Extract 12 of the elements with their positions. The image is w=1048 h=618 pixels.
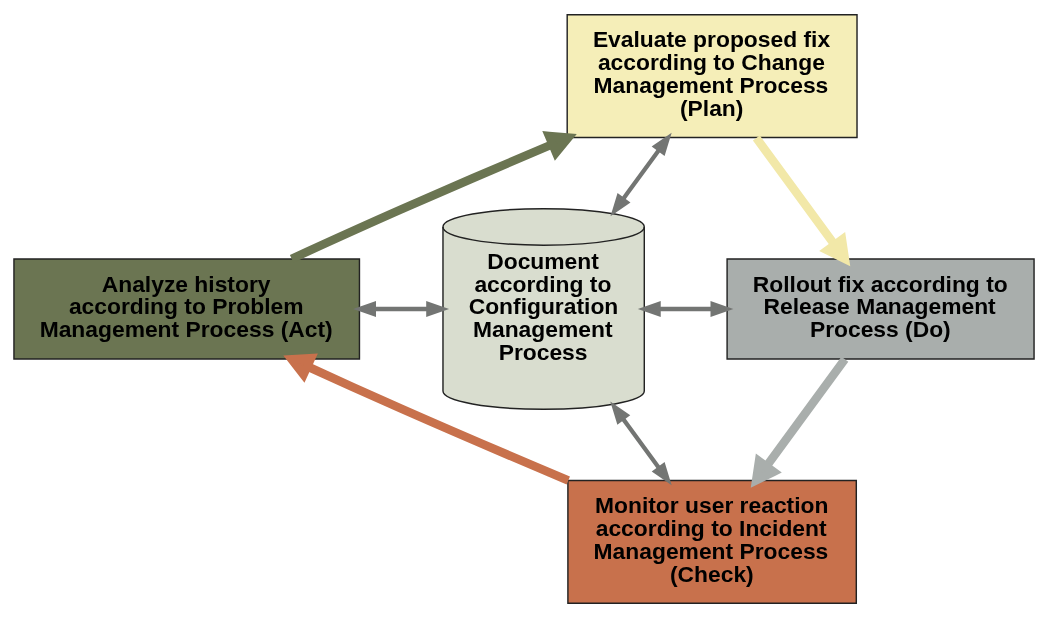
arrow <box>289 131 577 263</box>
arrow <box>283 353 570 485</box>
node-box: Rollout fix according to Release Management Process (Do) <box>726 258 1035 360</box>
arrow <box>353 301 450 317</box>
arrow <box>752 135 851 267</box>
arrow <box>750 356 849 488</box>
arrow <box>637 301 734 317</box>
node-box: Analyze history according to Problem Management Process (Act) <box>13 258 361 360</box>
arrow <box>610 132 672 217</box>
node-box: Evaluate proposed fix according to Change Management Process (Plan) <box>566 14 858 139</box>
arrow <box>610 401 672 486</box>
node-box: Monitor user reaction according to Incident Management Process (Check) <box>567 479 857 604</box>
